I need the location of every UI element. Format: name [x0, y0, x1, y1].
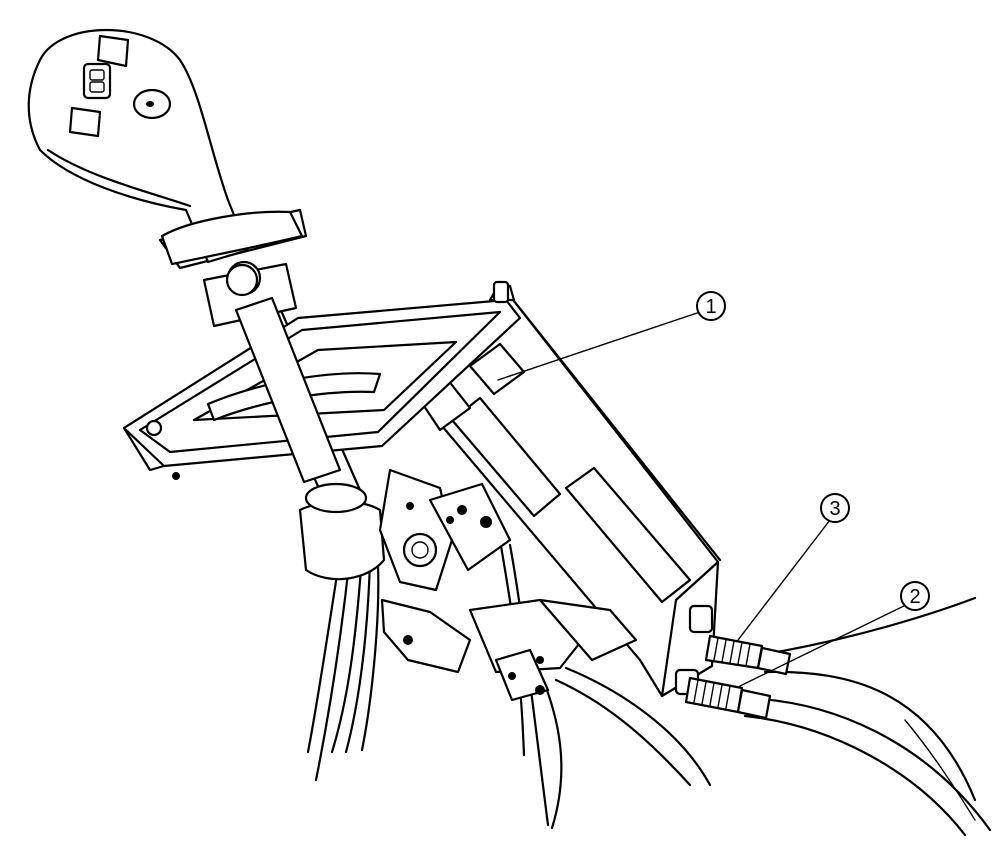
callout-2-label: 2 [909, 586, 920, 608]
leader-line-1 [497, 311, 701, 381]
lever-shaft-upper [225, 263, 342, 484]
callout-1-label: 1 [705, 296, 716, 318]
lower-linkage [298, 468, 638, 702]
valve-housing [418, 294, 722, 698]
leader-line-3 [737, 519, 831, 641]
handle-button-bottom-icon [68, 106, 102, 138]
callout-2: 2 [900, 581, 930, 611]
leader-line-2 [739, 602, 911, 687]
leader-lines [497, 311, 911, 687]
callout-1: 1 [696, 291, 726, 321]
hydraulic-hoses [740, 596, 992, 837]
hose-fitting-2 [684, 676, 772, 720]
handle-button-top-icon [96, 34, 130, 68]
wire-bundle-left [306, 553, 380, 782]
hose-fitting-3 [704, 634, 792, 676]
callout-3: 3 [820, 493, 850, 523]
joystick-handle [27, 28, 304, 266]
callout-3-label: 3 [829, 498, 840, 520]
handle-switch-icon [82, 62, 112, 100]
